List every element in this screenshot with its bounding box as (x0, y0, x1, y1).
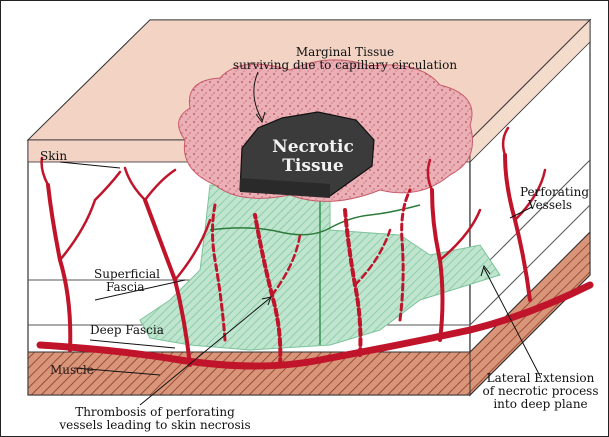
label-skin: Skin (40, 150, 67, 163)
label-perforating-vessels: Perforating Vessels (520, 186, 589, 212)
label-lateral-extension: Lateral Extension of necrotic process in… (478, 372, 603, 411)
label-necrotic-tissue: Necrotic Tissue (268, 138, 358, 176)
label-lateral-line3: into deep plane (478, 398, 603, 411)
label-necrotic-line1: Necrotic (268, 138, 358, 157)
label-marginal-tissue: Marginal Tissue surviving due to capilla… (215, 46, 475, 72)
label-necrotic-line2: Tissue (268, 157, 358, 176)
label-superficial-fascia: Superficial Fascia (94, 268, 160, 294)
label-superficial-line2: Fascia (94, 281, 160, 294)
label-thrombosis-line2: vessels leading to skin necrosis (40, 419, 270, 432)
label-muscle: Muscle (50, 364, 94, 377)
label-deep-fascia: Deep Fascia (90, 324, 164, 337)
label-marginal-line2: surviving due to capillary circulation (215, 59, 475, 72)
label-perforating-line2: Vessels (520, 199, 589, 212)
label-thrombosis: Thrombosis of perforating vessels leadin… (40, 406, 270, 432)
muscle-band-front (28, 352, 470, 395)
